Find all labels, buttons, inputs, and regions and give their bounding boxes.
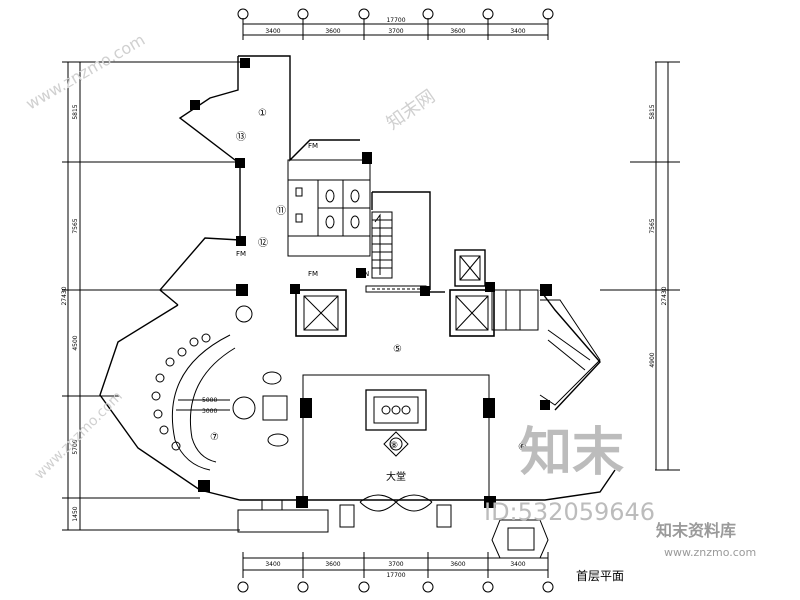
elevator-right [449,289,495,337]
room-marker-1: ① [258,108,267,119]
watermark-diagonal-brand: 知末网 [383,86,439,134]
watermark-id: ID:532059646 [484,498,655,526]
right-dimension-chain [600,61,680,471]
staircase [371,211,393,279]
watermark-diagonal-url-1: www.znzmo.com [23,30,149,114]
left-dim-total: 27430 [61,286,68,305]
watermark-url: www.znzmo.com [664,546,756,559]
arc-dimension-5000: 5000 [202,397,217,404]
fm-label-2: FM [308,270,318,278]
arc-chairs [151,333,211,451]
room-marker-6: ⑥ [518,442,527,453]
storefront-bench [237,499,329,533]
bottom-dimension-chain [237,552,554,593]
top-dim-3: 3700 [388,28,403,35]
watermark-brand-cn: 知末 [520,423,624,483]
room-marker-12: ⑫ [258,237,268,249]
elevator-left [295,289,347,337]
bottom-dim-2: 3600 [325,561,340,568]
room-marker-8: ⑧ [390,441,398,451]
fm-label-1: FM [308,142,318,150]
entrance [339,494,549,559]
right-dim-total: 27430 [661,286,668,305]
top-dim-4: 3600 [450,28,465,35]
top-dim-1: 3400 [265,28,280,35]
right-dim-3: 4900 [649,352,656,367]
bottom-dim-1: 3400 [265,561,280,568]
left-dimension-chain [62,61,240,531]
arc-dimension-3000: 3000 [202,408,217,415]
left-dim-2: 7565 [72,218,79,233]
toilet-block [287,159,371,257]
right-dim-2: 7565 [649,218,656,233]
watermark-brand-full: 知末资料库 [656,521,736,540]
central-atrium [302,374,490,501]
corridor-wall [365,285,427,293]
elevator-top [454,249,486,287]
top-dim-5: 3400 [510,28,525,35]
room-marker-11: ⑪ [276,205,286,217]
left-dim-3: 4500 [72,335,79,350]
room-marker-5: ⑤ [393,344,402,355]
bottom-dim-5: 3400 [510,561,525,568]
right-dim-1: 5815 [649,104,656,119]
structural-columns [190,58,552,508]
fm-label-3: FM [236,250,246,258]
left-dim-5: 1450 [72,506,79,521]
bottom-dim-total: 17700 [386,572,405,579]
left-dim-4: 5700 [72,439,79,454]
lounge-furniture [232,305,289,447]
left-dim-1: 5815 [72,104,79,119]
top-dim-2: 3600 [325,28,340,35]
lobby-label: 大堂 [386,470,406,483]
top-dim-total: 17700 [386,17,405,24]
drawing-caption: 首层平面 [576,569,624,583]
plan-labels: 大堂 FM FM FM FN 3000 5000 3400 3600 3700 … [61,17,668,583]
bottom-dim-4: 3600 [450,561,465,568]
top-dimension-chain [237,8,554,40]
bottom-dim-3: 3700 [388,561,403,568]
fm-label-4: FN [360,270,369,278]
reception-arc [171,334,236,471]
room-marker-13: ⑬ [236,131,246,143]
room-marker-7: ⑦ [210,432,219,443]
right-service-rooms [491,289,601,406]
watermark-diagonal-url-2: www.znzmo.com [32,388,126,482]
